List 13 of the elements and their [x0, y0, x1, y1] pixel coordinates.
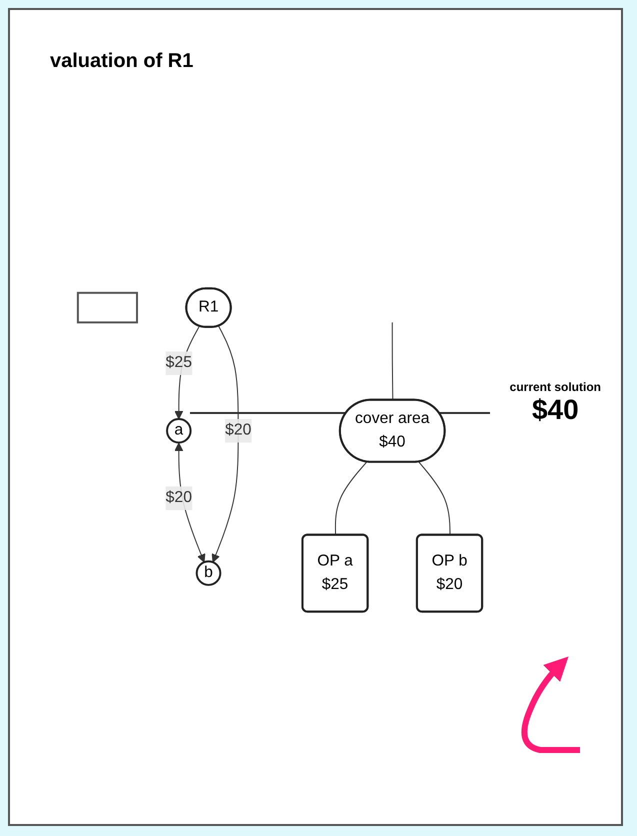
- node-circle: b: [196, 560, 222, 586]
- arrow: [212, 326, 239, 563]
- edge-label: $20: [166, 489, 192, 506]
- edge-label: $25: [166, 354, 192, 372]
- value-text: $40: [530, 394, 580, 426]
- diagram-title: valuation of R1: [50, 50, 194, 73]
- connector: [334, 461, 368, 536]
- connector: [392, 322, 394, 401]
- node-box: [76, 292, 138, 324]
- node-circle: a: [166, 418, 192, 444]
- connector: [418, 461, 450, 536]
- note-text: current solution: [510, 380, 601, 394]
- edge-label: $20: [225, 422, 252, 439]
